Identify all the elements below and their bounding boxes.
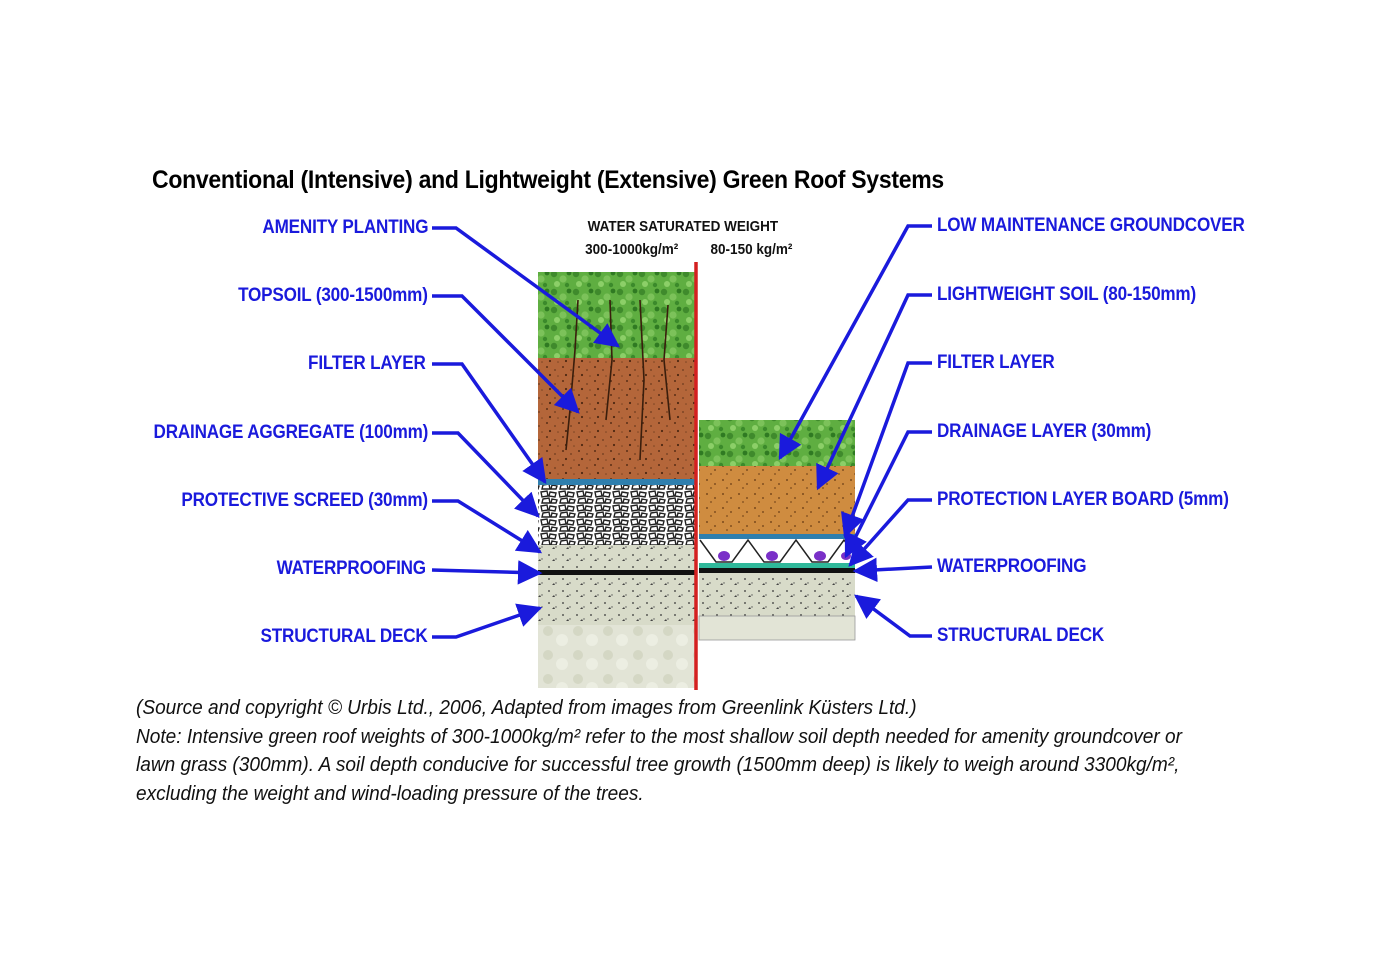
extensive-groundcover bbox=[699, 420, 855, 468]
label-structural-deck-right: STRUCTURAL DECK bbox=[937, 625, 1105, 646]
leader-amenity-planting bbox=[432, 226, 620, 348]
intensive-leaders bbox=[431, 226, 620, 639]
extensive-waterproofing bbox=[699, 568, 855, 573]
label-protection-board: PROTECTION LAYER BOARD (5mm) bbox=[937, 489, 1229, 510]
leader-topsoil bbox=[432, 294, 580, 414]
label-waterproofing-right: WATERPROOFING bbox=[937, 556, 1087, 577]
label-filter-layer-left: FILTER LAYER bbox=[308, 353, 426, 374]
extensive-structural-deck bbox=[699, 573, 855, 616]
leader-drainage-aggregate bbox=[432, 431, 540, 518]
intensive-filter-layer bbox=[538, 479, 695, 485]
intensive-waterproofing bbox=[538, 570, 695, 575]
label-groundcover: LOW MAINTENANCE GROUNDCOVER bbox=[937, 215, 1245, 236]
leader-filter-layer-r bbox=[841, 361, 932, 539]
caption-source: (Source and copyright © Urbis Ltd., 2006… bbox=[136, 696, 917, 719]
caption-note-line-1: Note: Intensive green roof weights of 30… bbox=[136, 724, 1182, 748]
leader-structural-deck bbox=[432, 603, 543, 639]
intensive-topsoil bbox=[538, 358, 695, 480]
caption-note-line-2: lawn grass (300mm). A soil depth conduci… bbox=[136, 753, 1180, 776]
caption: (Source and copyright © Urbis Ltd., 2006… bbox=[136, 694, 1206, 808]
leader-drainage-layer bbox=[844, 430, 932, 559]
label-amenity-planting: AMENITY PLANTING bbox=[262, 217, 428, 238]
label-drainage-layer: DRAINAGE LAYER (30mm) bbox=[937, 421, 1152, 442]
label-protective-screed: PROTECTIVE SCREED (30mm) bbox=[181, 490, 428, 511]
weight-intensive: 300-1000kg/m² bbox=[585, 241, 679, 258]
extensive-protection-board bbox=[699, 563, 855, 568]
intensive-structural-deck-base bbox=[538, 625, 695, 688]
label-filter-layer-right: FILTER LAYER bbox=[937, 352, 1055, 373]
label-drainage-aggregate: DRAINAGE AGGREGATE (100mm) bbox=[153, 422, 428, 443]
extensive-leaders bbox=[778, 224, 933, 638]
intensive-drainage-aggregate bbox=[538, 485, 695, 545]
intensive-structural-deck bbox=[538, 575, 695, 625]
leader-filter-layer bbox=[432, 362, 547, 485]
leader-protective-screed bbox=[432, 499, 543, 554]
extensive-filter-layer bbox=[699, 534, 855, 539]
extensive-drainage-layer bbox=[699, 538, 856, 563]
extensive-lightweight-soil bbox=[699, 466, 855, 534]
leader-waterproofing bbox=[431, 560, 543, 585]
label-topsoil: TOPSOIL (300-1500mm) bbox=[238, 285, 428, 306]
weight-heading: WATER SATURATED WEIGHT bbox=[587, 218, 779, 235]
leader-structural-deck-r bbox=[854, 594, 932, 638]
leader-lightweight-soil bbox=[816, 293, 932, 491]
leader-protection-board bbox=[848, 498, 932, 567]
label-structural-deck-left: STRUCTURAL DECK bbox=[260, 626, 428, 647]
leader-groundcover bbox=[778, 224, 932, 461]
weight-extensive: 80-150 kg/m² bbox=[710, 241, 793, 258]
extensive-column bbox=[698, 420, 856, 641]
label-waterproofing-left: WATERPROOFING bbox=[276, 558, 427, 579]
leader-waterproofing-r bbox=[852, 557, 933, 583]
caption-note-line-3: excluding the weight and wind-loading pr… bbox=[136, 781, 644, 805]
diagram-title: Conventional (Intensive) and Lightweight… bbox=[152, 166, 944, 194]
intensive-column bbox=[538, 272, 695, 688]
intensive-protective-screed bbox=[538, 545, 695, 570]
label-lightweight-soil: LIGHTWEIGHT SOIL (80-150mm) bbox=[937, 284, 1196, 305]
tree-roots bbox=[565, 299, 671, 461]
extensive-structural-deck-base bbox=[698, 615, 856, 641]
